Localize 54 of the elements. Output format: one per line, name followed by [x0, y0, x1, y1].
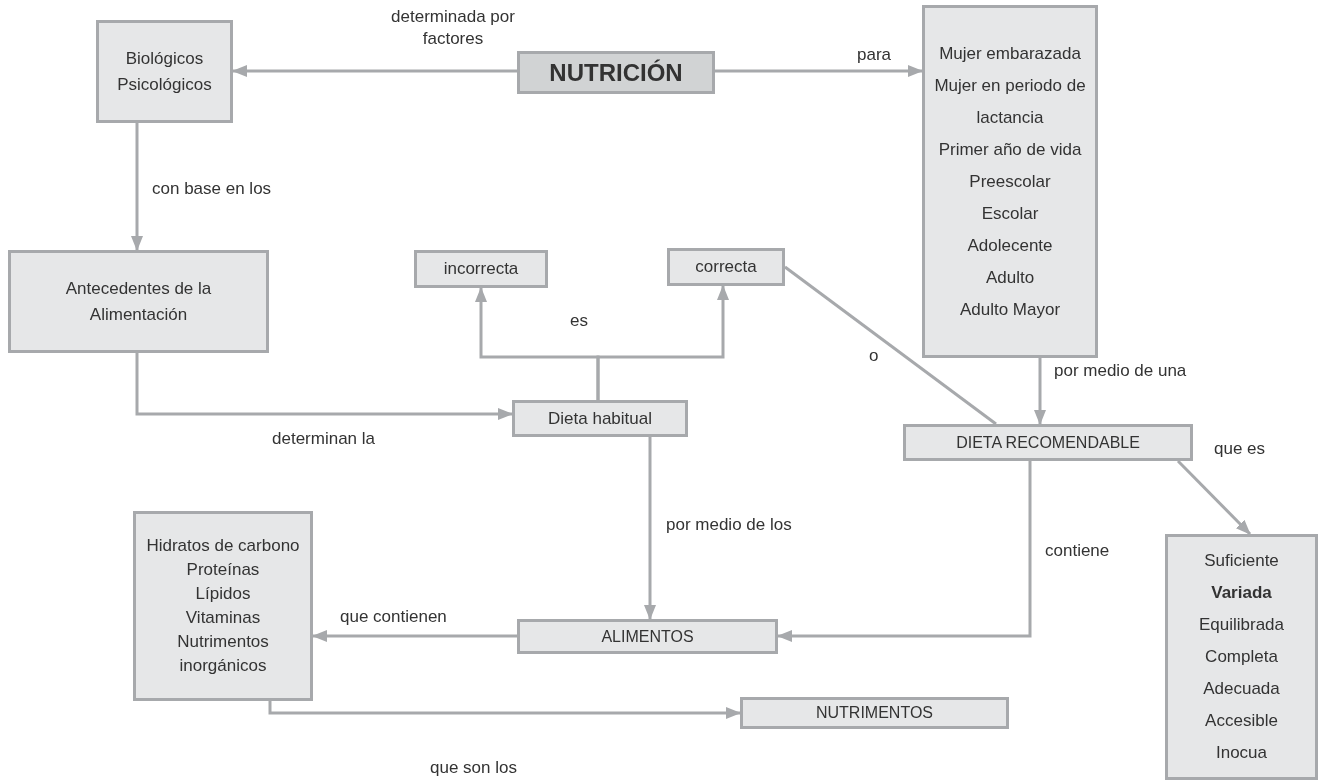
concept-text: Vitaminas [185, 607, 261, 629]
arrow [715, 65, 923, 77]
concept-text: Psicológicos [117, 73, 212, 96]
concept-text: Accesible [1205, 710, 1278, 732]
concept-text: NUTRICIÓN [549, 59, 683, 86]
arrow [777, 461, 1032, 642]
concept-box [922, 5, 1098, 358]
arrow [232, 65, 517, 77]
concept-text: Primer año de vida [938, 138, 1082, 161]
concept-text: Inocua [1215, 742, 1267, 764]
concept-text: Adulto Mayor [959, 298, 1061, 321]
concept-text: Adecuada [1203, 678, 1280, 700]
title-box [517, 51, 715, 94]
arrow [135, 353, 513, 420]
arrow [1176, 459, 1252, 536]
arrow [131, 123, 143, 251]
concept-text: Equilibrada [1198, 614, 1285, 636]
concept-text: Adulto [985, 266, 1035, 289]
concept-text: Mujer embarazada [939, 42, 1081, 65]
concept-text: Biológicos [125, 47, 204, 70]
concept-box [414, 250, 548, 288]
concept-text: Hidratos de carbono [146, 535, 300, 557]
concept-text: Lípidos [195, 583, 251, 605]
connector-line [784, 265, 997, 426]
arrow [1034, 358, 1046, 425]
concept-box [667, 248, 785, 286]
concept-text: NUTRIMENTOS [815, 703, 933, 723]
concept-text: correcta [695, 256, 757, 278]
concept-box [903, 424, 1193, 461]
concept-box [740, 697, 1009, 729]
arrow [596, 285, 729, 400]
concept-text: incorrecta [443, 258, 519, 280]
concept-text: Completa [1205, 646, 1278, 668]
concept-box [1165, 534, 1318, 780]
concept-text: DIETA RECOMENDABLE [956, 432, 1140, 453]
concept-box [517, 619, 778, 654]
arrow [312, 630, 517, 642]
concept-text: Nutrimentos inorgánicos [176, 631, 270, 677]
concept-text: Antecedentes de la Alimentación [64, 277, 213, 326]
concept-box [8, 250, 269, 353]
concept-text: Variada [1211, 582, 1272, 604]
concept-box [512, 400, 688, 437]
concept-text: Dieta habitual [548, 407, 652, 430]
concept-text: Mujer en periodo de lactancia [933, 74, 1087, 129]
concept-text: Adolecente [967, 234, 1053, 257]
concept-box [133, 511, 313, 701]
arrow [268, 701, 741, 719]
arrow [644, 437, 656, 620]
concept-text: Escolar [981, 202, 1039, 225]
concept-text: Suficiente [1204, 550, 1279, 572]
concept-box [96, 20, 233, 123]
concept-text: ALIMENTOS [601, 626, 694, 647]
concept-text: Preescolar [969, 170, 1051, 193]
concept-text: Proteínas [186, 559, 260, 581]
